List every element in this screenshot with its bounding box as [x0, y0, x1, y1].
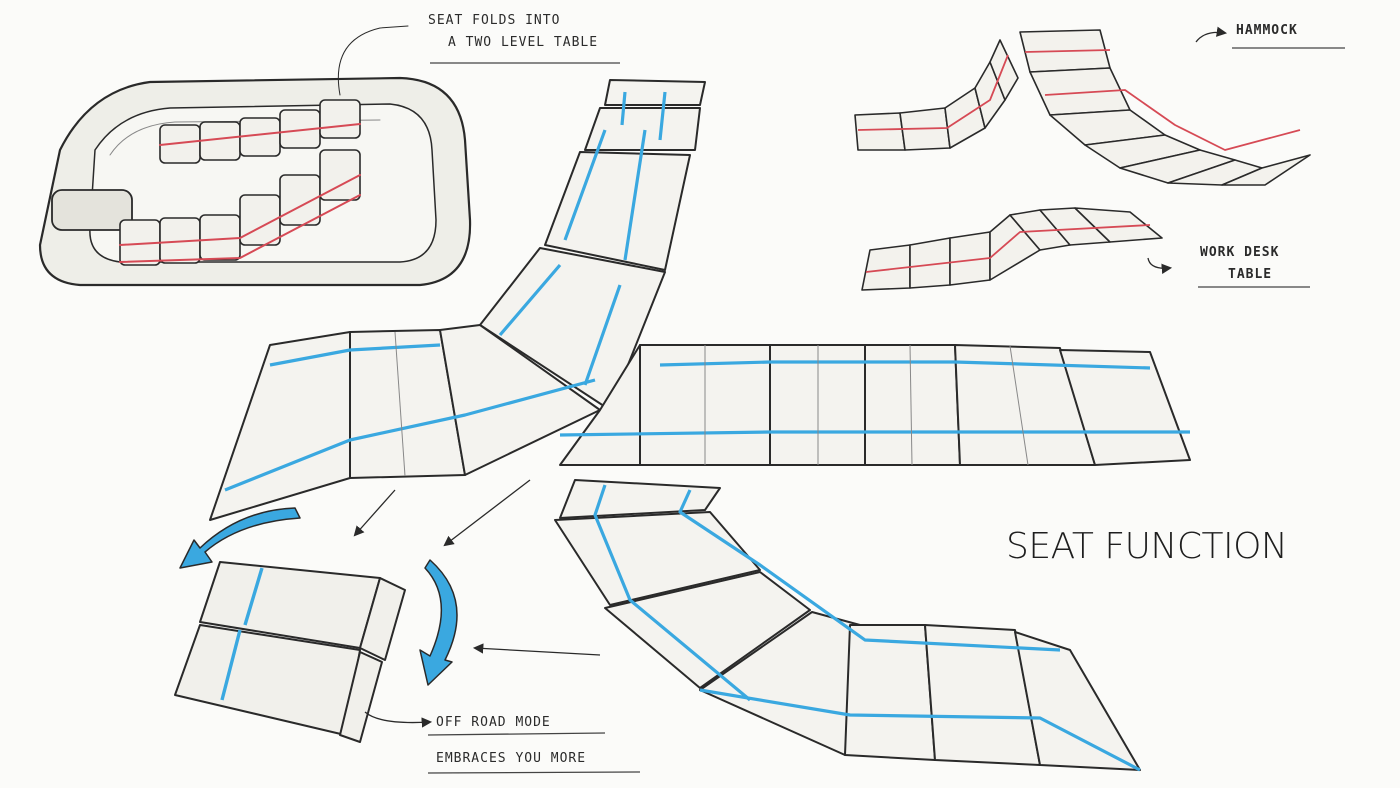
offroad-seat-sketch: [174, 561, 406, 743]
offroad-note-line1: OFF ROAD MODE: [436, 715, 551, 730]
arrow-icon: [353, 26, 1228, 728]
hammock-sketch: [854, 29, 1311, 186]
lounge-seat-sketch: [554, 479, 1141, 772]
offroad-note-line2: EMBRACES YOU MORE: [436, 751, 587, 766]
table-mode-note-line1: SEAT FOLDS INTO: [428, 13, 561, 28]
page-title: SEAT FUNCTION: [1006, 526, 1288, 567]
curved-arrow-icon: [179, 507, 458, 686]
work-desk-note-line2: TABLE: [1228, 267, 1273, 282]
hammock-note: HAMMOCK: [1236, 20, 1298, 42]
work-desk-note: WORK DESK TABLE: [1200, 242, 1279, 286]
table-mode-sketch: [38, 25, 472, 287]
hammock-note-label: HAMMOCK: [1236, 23, 1298, 38]
work-desk-sketch: [861, 207, 1163, 291]
table-mode-note: SEAT FOLDS INTO A TWO LEVEL TABLE: [428, 10, 598, 54]
flat-seat-sketch: [209, 79, 1191, 521]
table-mode-note-line2: A TWO LEVEL TABLE: [448, 35, 599, 50]
offroad-note: OFF ROAD MODE EMBRACES YOU MORE: [436, 712, 586, 770]
work-desk-note-line1: WORK DESK: [1200, 245, 1280, 260]
